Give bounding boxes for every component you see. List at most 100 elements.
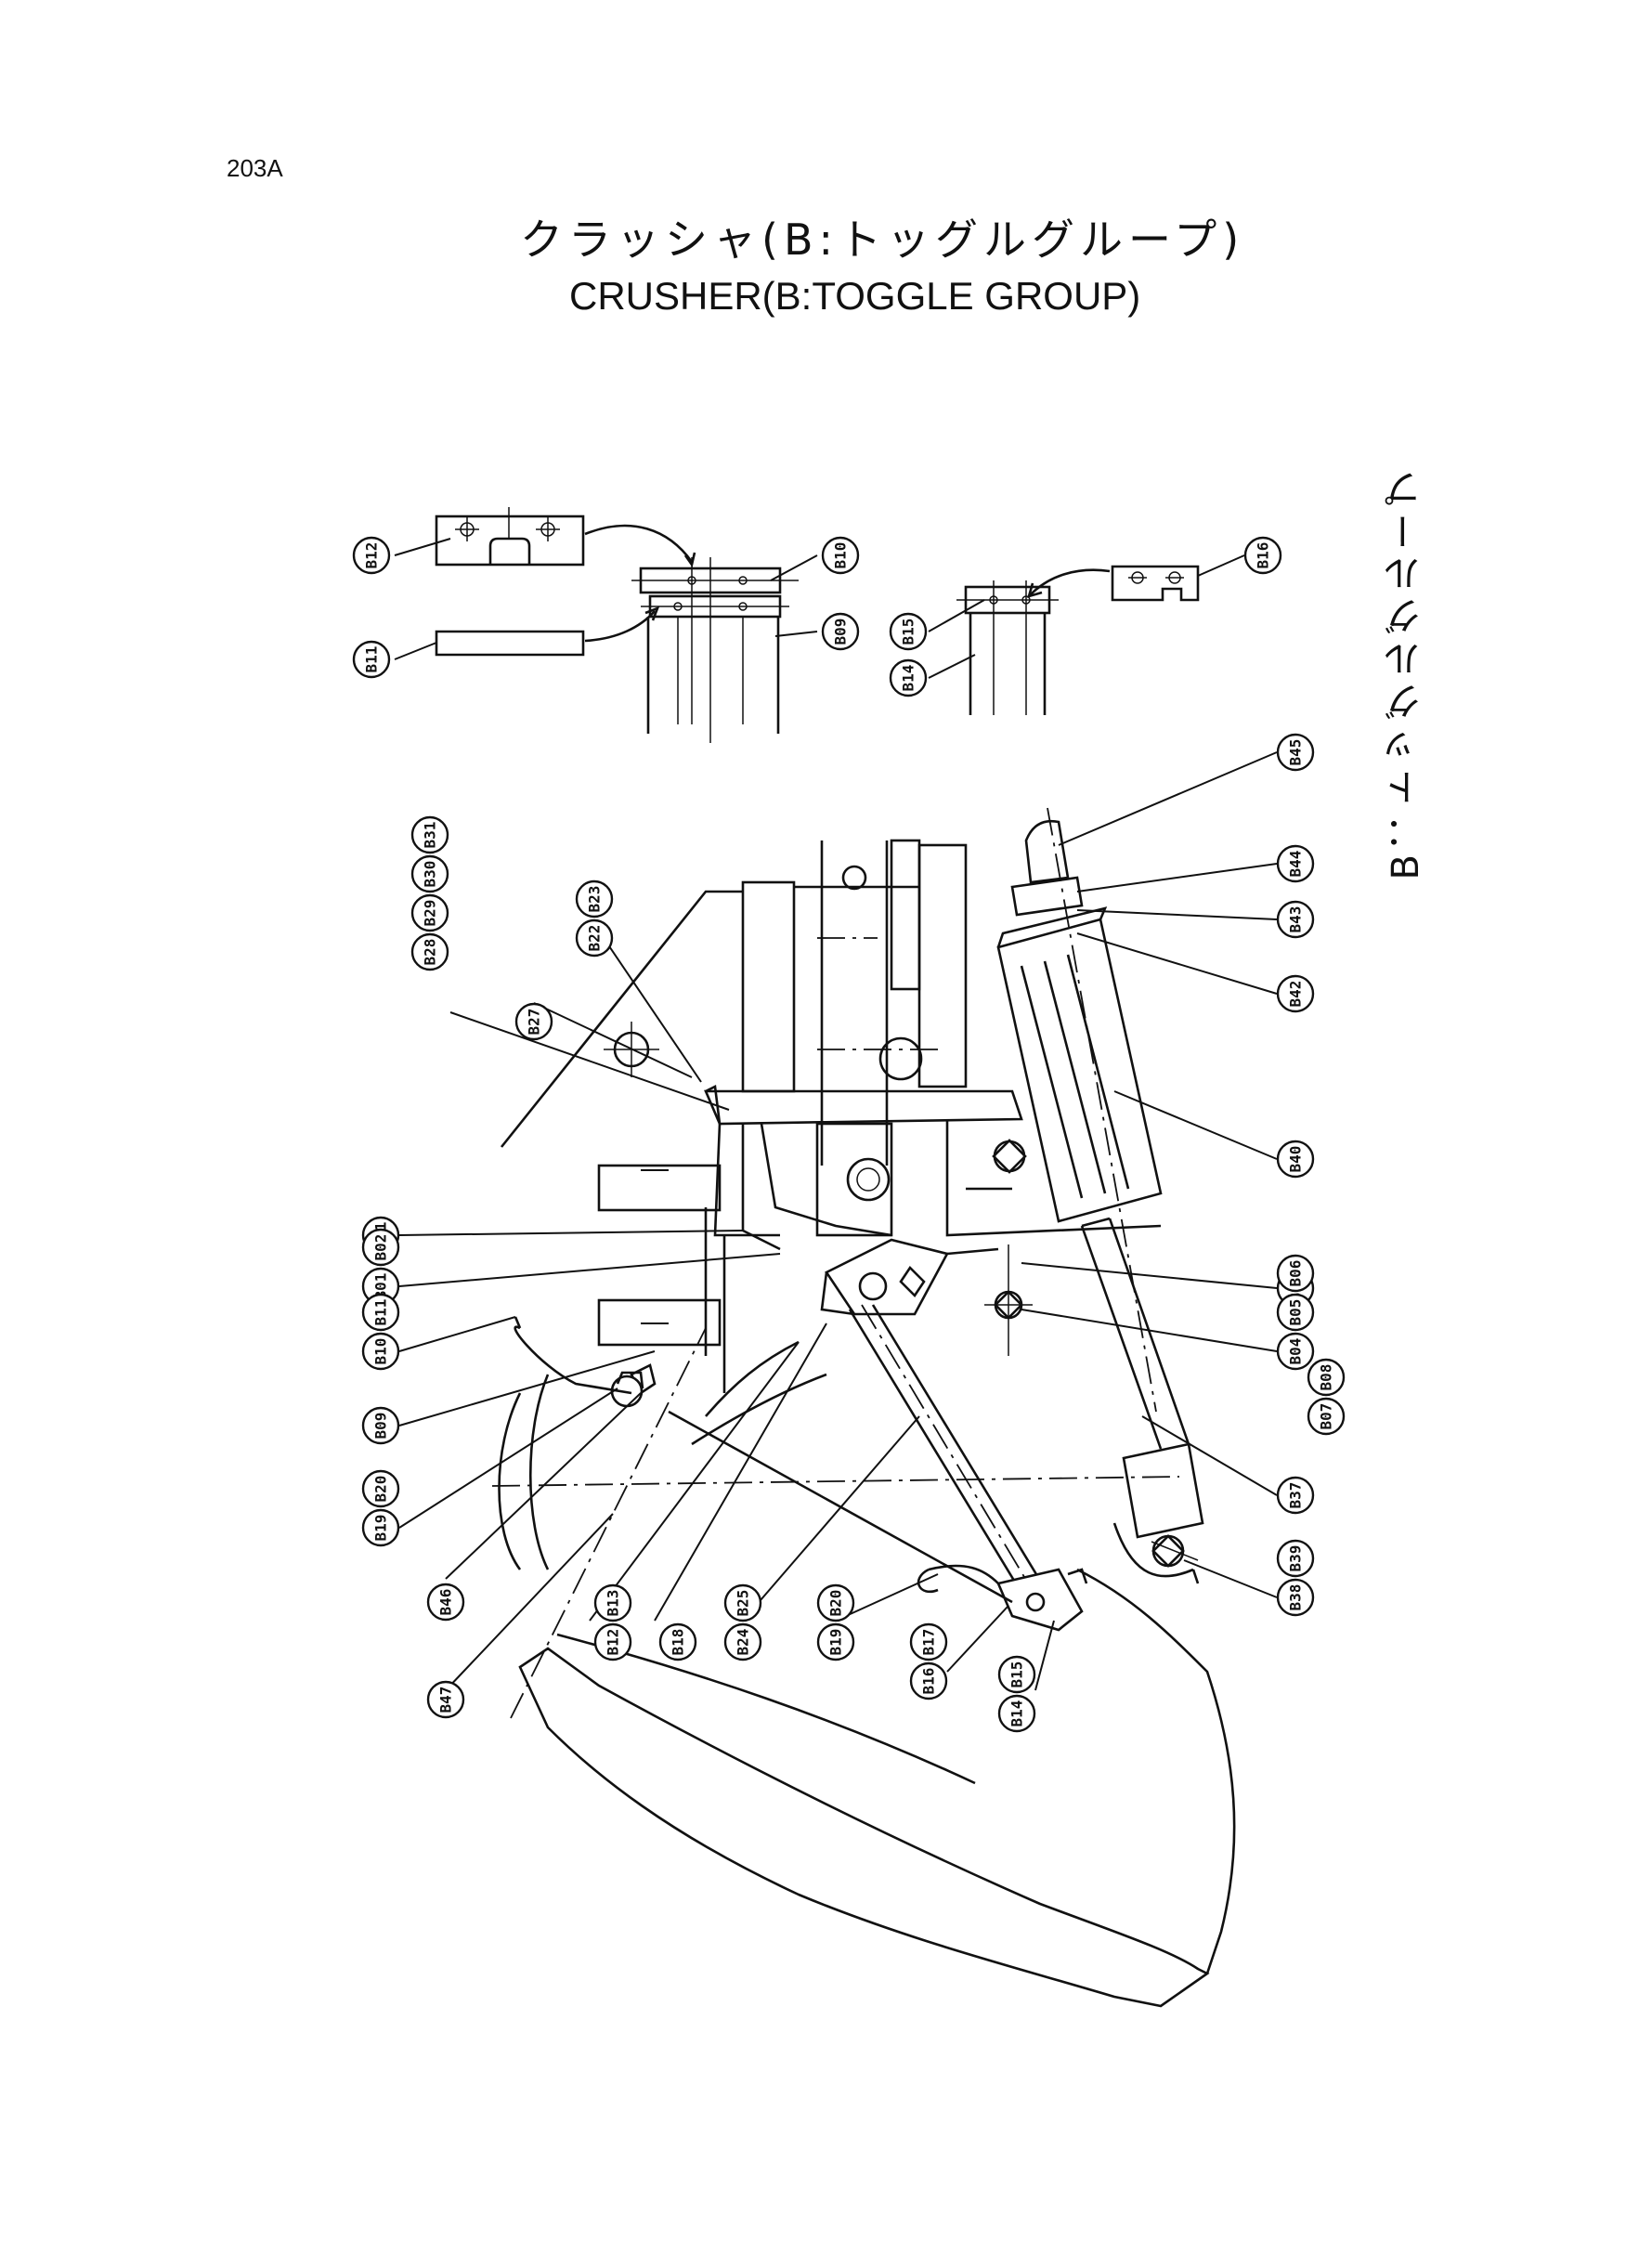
callout-circle: [1243, 536, 1282, 575]
callout-label: B15: [1008, 1661, 1026, 1688]
callout-label: B05: [1287, 1299, 1305, 1326]
callout-label: B42: [1287, 981, 1305, 1008]
callout-circle: [1307, 1397, 1346, 1436]
callout-label: B09: [372, 1413, 390, 1440]
callout-circle: [889, 658, 928, 697]
callout-circle: [821, 612, 860, 651]
callout-circle: [426, 1680, 465, 1719]
callout-b09-top: B09: [821, 612, 860, 651]
callout-b44: B44: [1276, 844, 1315, 883]
callout-circle: [1276, 1578, 1315, 1617]
callout-label: B08: [1318, 1364, 1335, 1391]
detail-view-b14-b15: [956, 568, 1111, 715]
callout-label: B45: [1287, 739, 1305, 766]
callout-label: B30: [422, 861, 439, 888]
callout-circle: [997, 1694, 1036, 1733]
callout-circle: [997, 1655, 1036, 1694]
callout-circle: [658, 1622, 697, 1661]
callout-label: B23: [586, 886, 604, 913]
cylinder-b40: [996, 807, 1204, 1584]
callout-circle: [426, 1583, 465, 1622]
callout-circle: [1276, 1140, 1315, 1179]
callout-label: B31: [422, 822, 439, 849]
callout-circle: [1307, 1358, 1346, 1397]
detail-view-b12: [435, 507, 696, 568]
callout-circle: [816, 1622, 855, 1661]
detail-view-b16: [1111, 565, 1200, 602]
callout-label: B06: [1287, 1260, 1305, 1287]
callout-circle: [361, 1228, 400, 1267]
callout-b46: B46: [426, 1583, 465, 1622]
callout-circle: [889, 612, 928, 651]
callout-b12-top: B12: [352, 536, 391, 575]
callout-label: B27: [526, 1009, 543, 1036]
callout-label: B24: [735, 1629, 752, 1656]
callout-circle: [593, 1583, 632, 1622]
callout-label: B12: [605, 1629, 622, 1656]
callout-balloons: B12B11B10B09B15B14B16B45B44B43B42B40B03B…: [352, 536, 1346, 1733]
callout-circle: [361, 1332, 400, 1371]
frame-mid-plate: [597, 1085, 1162, 1393]
callout-b14-top: B14: [889, 658, 928, 697]
callout-label: B09: [832, 619, 850, 645]
callout-circle: [1276, 1476, 1315, 1515]
callout-label: B47: [437, 1687, 455, 1713]
callout-label: B16: [920, 1668, 938, 1695]
callout-circle: [909, 1622, 948, 1661]
callout-circle: [575, 919, 614, 958]
callout-label: B43: [1287, 906, 1305, 933]
callout-label: B40: [1287, 1146, 1305, 1173]
callout-label: B11: [363, 646, 381, 673]
detail-view-b09-b10: [631, 557, 799, 743]
callout-b45: B45: [1276, 733, 1315, 772]
callout-circle: [1276, 974, 1315, 1013]
callout-circle: [410, 854, 449, 893]
lower-rod-and-spring: [498, 1316, 1013, 1604]
callout-circle: [1276, 1254, 1315, 1293]
callout-label: B11: [372, 1299, 390, 1326]
callout-circle: [1276, 1539, 1315, 1578]
page-number: 203A: [227, 154, 283, 182]
title-english: CRUSHER(B:TOGGLE GROUP): [569, 274, 1141, 318]
callout-label: B39: [1287, 1545, 1305, 1572]
callout-circle: [1276, 1293, 1315, 1332]
callout-label: B46: [437, 1589, 455, 1616]
callout-circle: [361, 1469, 400, 1508]
callout-circle: [410, 932, 449, 971]
callout-b40: B40: [1276, 1140, 1315, 1179]
callout-label: B22: [586, 925, 604, 952]
callout-label: B14: [900, 665, 917, 692]
frame-upper-housing: [500, 839, 968, 1166]
callout-b37: B37: [1276, 1476, 1315, 1515]
callout-label: B17: [920, 1629, 938, 1656]
callout-circle: [352, 640, 391, 679]
callout-circle: [723, 1622, 762, 1661]
callout-b15-top: B15: [889, 612, 928, 651]
callout-label: B15: [900, 619, 917, 645]
callout-b16-top: B16: [1243, 536, 1282, 575]
callout-label: B37: [1287, 1482, 1305, 1509]
callout-label: B07: [1318, 1403, 1335, 1430]
toggle-link-b24: [848, 1304, 1088, 1632]
callout-circle: [593, 1622, 632, 1661]
callout-circle: [361, 1508, 400, 1547]
callout-label: B25: [735, 1590, 752, 1617]
callout-b47: B47: [426, 1680, 465, 1719]
callout-label: B18: [670, 1629, 687, 1656]
callout-label: B10: [372, 1338, 390, 1365]
callout-circle: [410, 893, 449, 932]
callout-b42: B42: [1276, 974, 1315, 1013]
callout-b43: B43: [1276, 900, 1315, 939]
callout-label: B29: [422, 900, 439, 927]
